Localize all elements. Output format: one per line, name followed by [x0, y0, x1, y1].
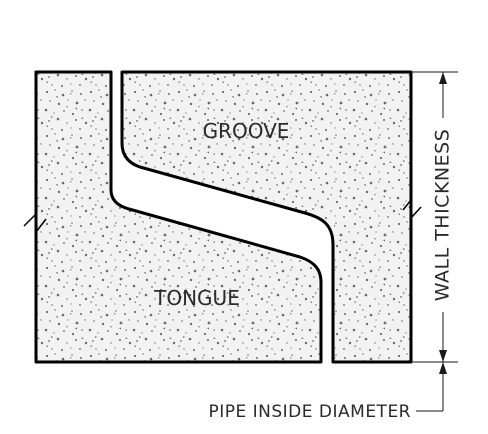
tongue-label: TONGUE [153, 286, 240, 310]
groove-label: GROOVE [203, 119, 290, 143]
wall-thickness-arrow-bottom [439, 350, 447, 362]
wall-thickness-arrow-top [439, 72, 447, 84]
wall-thickness-label: WALL THICKNESS [432, 129, 454, 302]
right-break-symbol [402, 197, 422, 220]
pipe-diameter-arrow [439, 362, 447, 374]
groove-section [120, 70, 413, 364]
left-break-symbol [23, 212, 47, 235]
pipe-inside-diameter-label: PIPE INSIDE DIAMETER [208, 402, 411, 422]
tongue-section [34, 70, 323, 364]
